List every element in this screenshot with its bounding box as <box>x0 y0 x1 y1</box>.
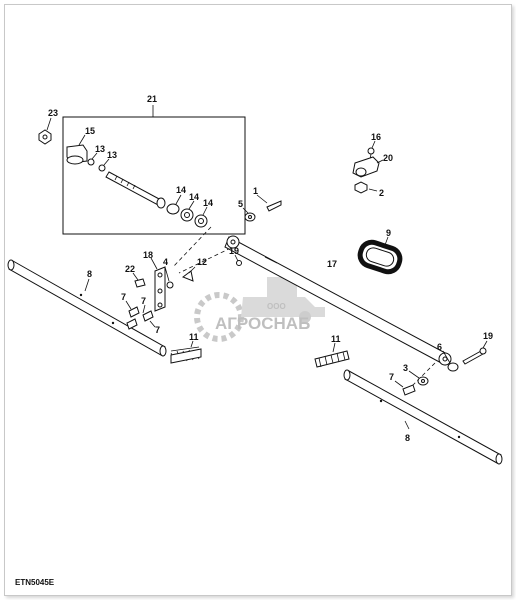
part-19-pin-center <box>236 260 242 266</box>
label-20: 20 <box>383 153 393 163</box>
label-11b: 11 <box>331 334 341 344</box>
label-23: 23 <box>48 108 58 118</box>
parts-diagram: ООО АГРОСНАБ 21 23 15 13 13 14 14 14 <box>7 94 503 587</box>
part-11-spring-right <box>314 350 350 368</box>
label-19a: 19 <box>229 246 239 256</box>
label-19b: 19 <box>483 331 493 341</box>
part-9-grommet <box>357 239 403 275</box>
label-6: 6 <box>437 342 442 352</box>
part-11-spring-left <box>170 346 202 364</box>
part-18-bracket <box>154 266 166 312</box>
label-7d: 7 <box>389 372 394 382</box>
label-9: 9 <box>386 228 391 238</box>
label-7c: 7 <box>155 325 160 335</box>
part-1-pin <box>266 200 282 212</box>
diagram-frame: ООО АГРОСНАБ 21 23 15 13 13 14 14 14 <box>4 4 512 596</box>
part-13-washer-a <box>87 158 95 166</box>
part-20-clamp <box>352 156 380 178</box>
label-12: 12 <box>197 257 207 267</box>
part-2-nut <box>354 181 368 194</box>
part-8-shaft-right <box>343 369 503 465</box>
label-17: 17 <box>327 259 337 269</box>
label-15: 15 <box>85 126 95 136</box>
label-2: 2 <box>379 188 384 198</box>
part-7-pin-d <box>402 384 416 396</box>
part-23-nut <box>38 129 52 145</box>
part-14-nuts <box>166 203 208 228</box>
label-1: 1 <box>253 186 258 196</box>
label-22: 22 <box>125 264 135 274</box>
group-label: 21 <box>147 94 157 104</box>
label-3: 3 <box>403 363 408 373</box>
part-6-washer <box>447 362 459 372</box>
label-11a: 11 <box>189 332 199 342</box>
label-8b: 8 <box>405 433 410 443</box>
part-8-shaft-left <box>7 259 167 357</box>
label-14b: 14 <box>189 192 199 202</box>
part-22-pin <box>134 278 146 288</box>
label-13a: 13 <box>95 144 105 154</box>
label-5: 5 <box>238 199 243 209</box>
group-box <box>62 116 246 235</box>
label-7b: 7 <box>141 296 146 306</box>
label-18: 18 <box>143 250 153 260</box>
label-14a: 14 <box>176 185 186 195</box>
label-16: 16 <box>371 132 381 142</box>
threaded-shaft <box>105 171 166 209</box>
watermark-prefix: ООО <box>267 302 286 311</box>
part-7-pin-c <box>126 318 138 330</box>
label-13b: 13 <box>107 150 117 160</box>
part-7-pin-b <box>142 310 154 322</box>
label-7a: 7 <box>121 292 126 302</box>
label-8a: 8 <box>87 269 92 279</box>
part-17-lever <box>224 235 452 366</box>
part-13-washer-b <box>98 164 106 172</box>
part-19-bolt-right <box>462 347 487 365</box>
part-15-block <box>66 144 88 165</box>
part-12-clip <box>181 270 194 282</box>
figure-code: ETN5045E <box>15 578 55 587</box>
watermark-name: АГРОСНАБ <box>215 314 310 333</box>
part-4-nut <box>166 281 174 289</box>
label-4: 4 <box>163 257 168 267</box>
part-7-pin-a <box>128 306 140 318</box>
label-14c: 14 <box>203 198 213 208</box>
